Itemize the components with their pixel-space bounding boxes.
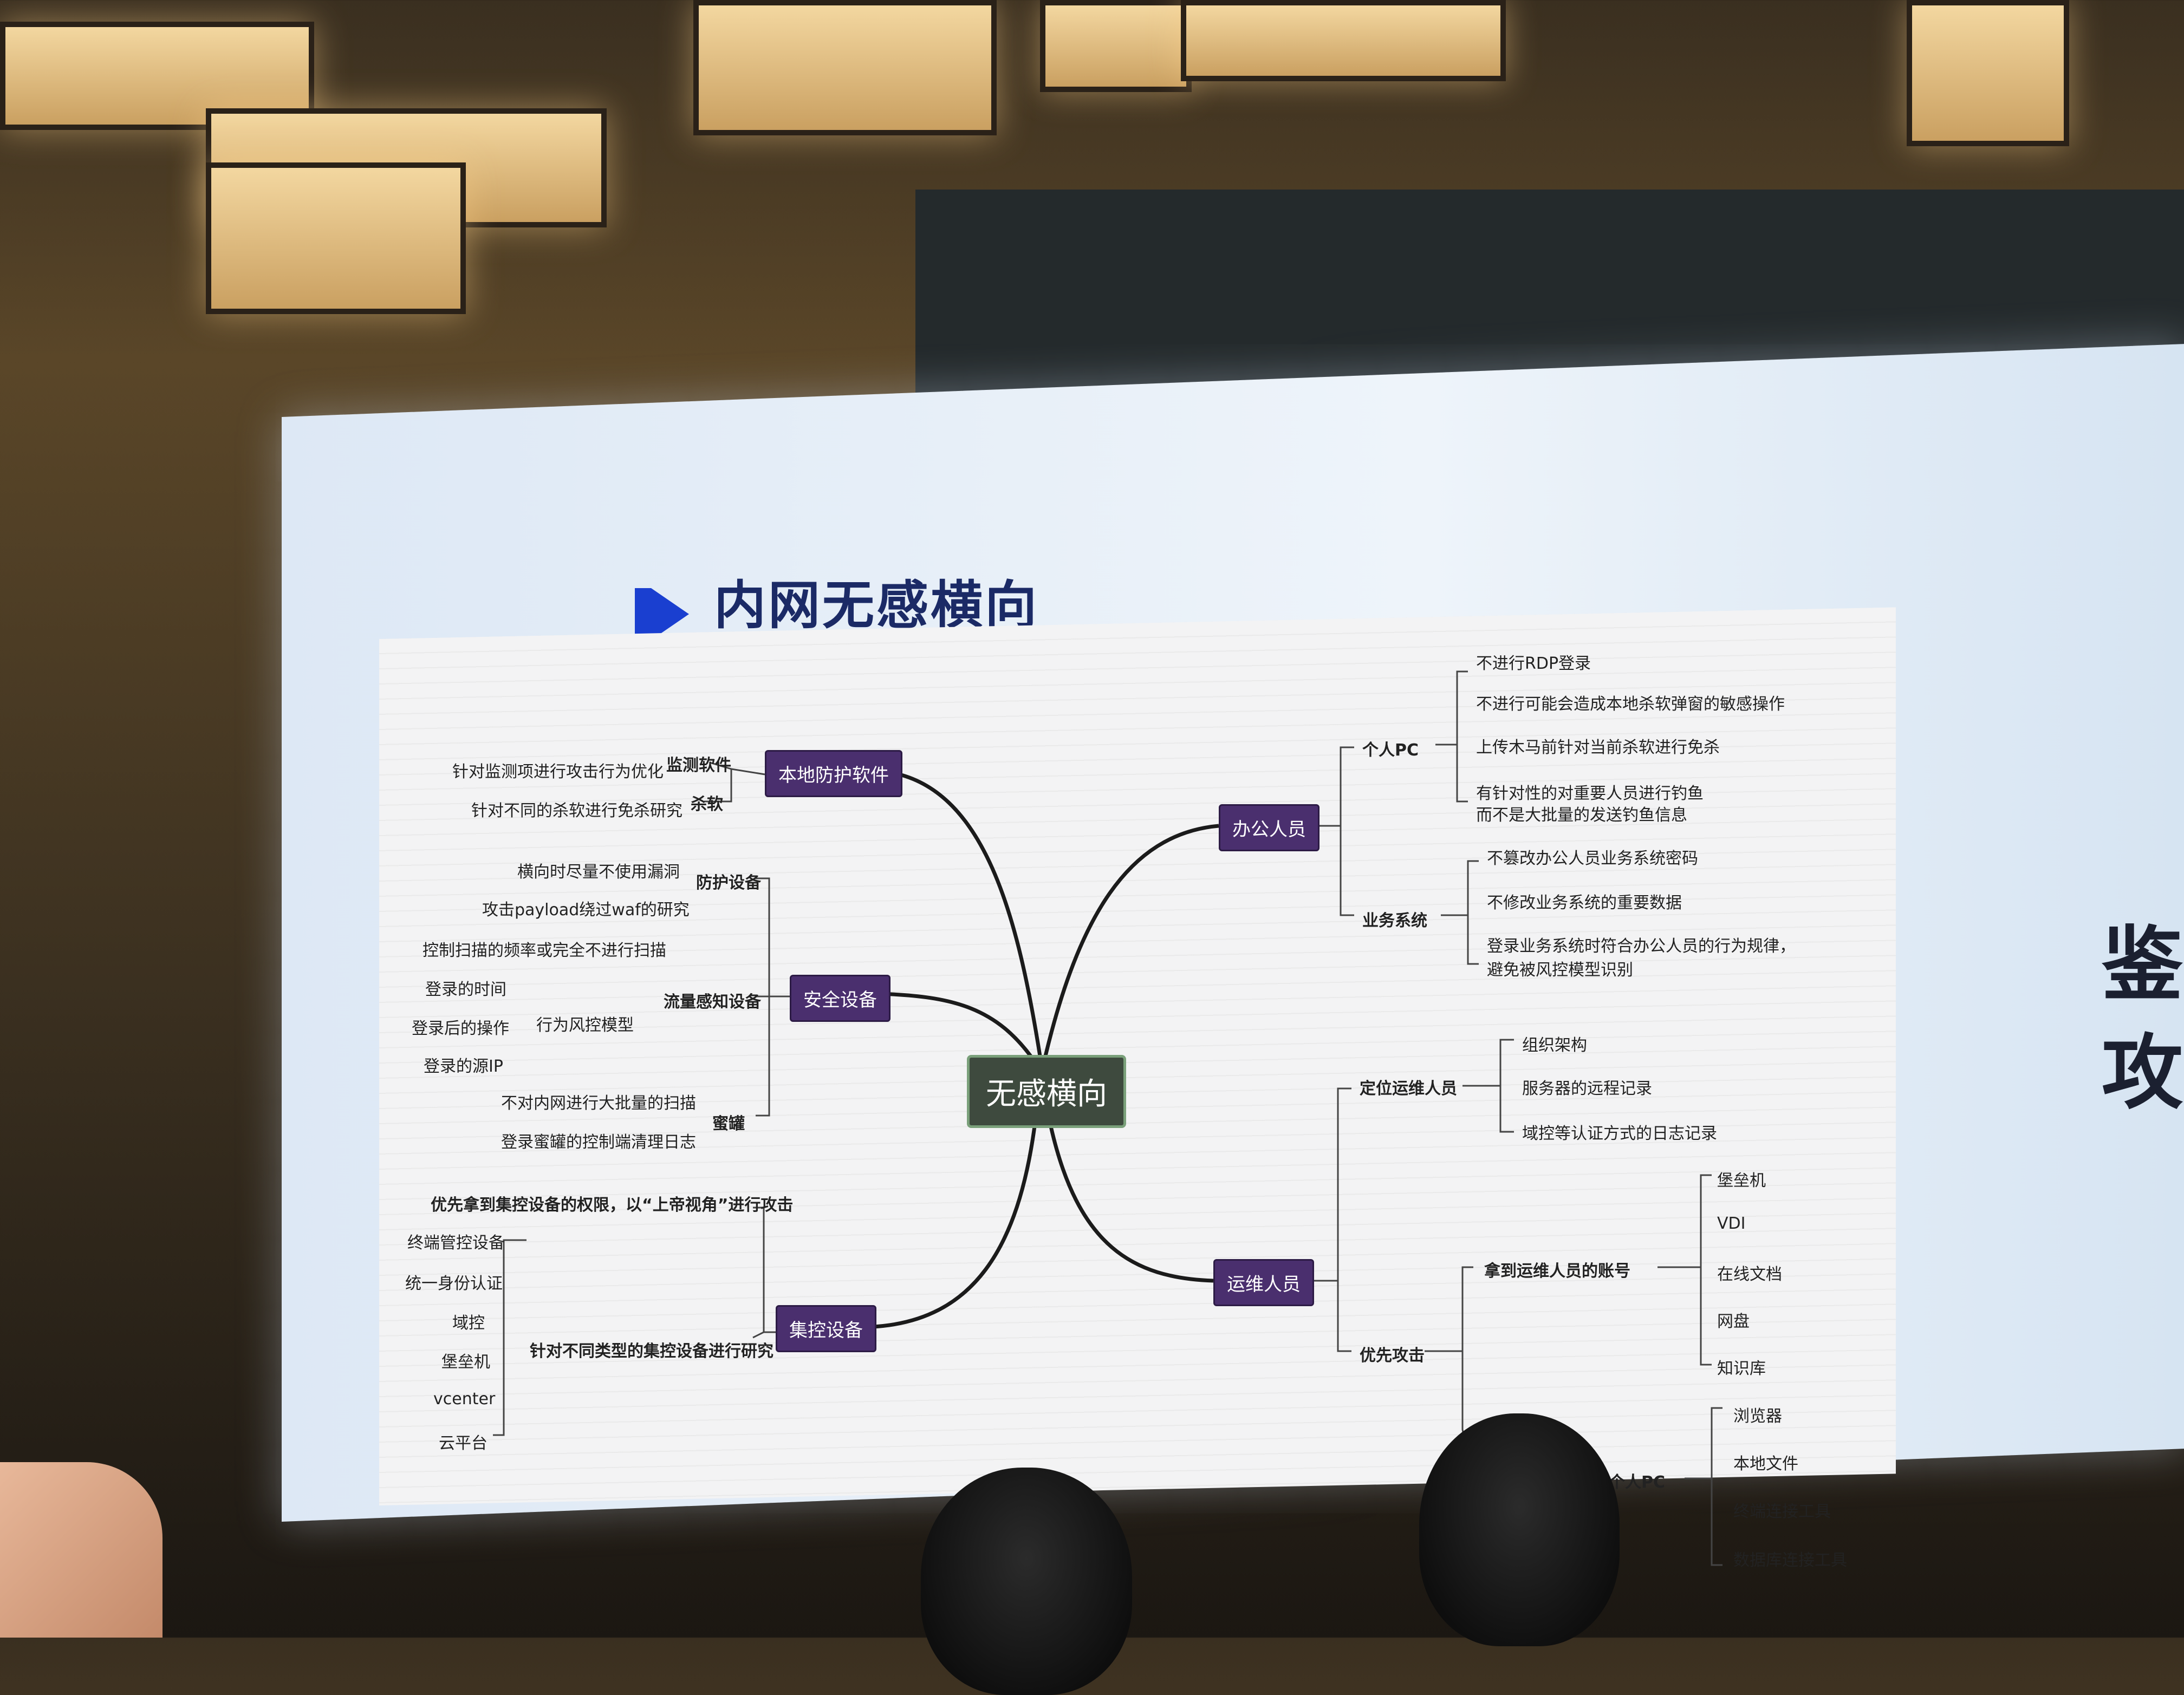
- leaf-opspc-2: 本地文件: [1733, 1455, 1798, 1474]
- leaf-biz-2: 不修改业务系统的重要数据: [1487, 894, 1682, 912]
- leaf-antivirus: 针对不同的杀软进行免杀研究: [471, 801, 682, 820]
- leaf-traffic-top: 控制扫描的频率或完全不进行扫描: [422, 941, 666, 960]
- label-personal-pc: 个人PC: [1362, 741, 1419, 760]
- node-central-control: 集控设备: [776, 1305, 876, 1352]
- leaf-locate-2: 服务器的远程记录: [1522, 1079, 1652, 1098]
- title-marker-arrow-icon: [651, 588, 689, 640]
- leaf-central-5: vcenter: [433, 1390, 496, 1409]
- label-central-top: 优先拿到集控设备的权限，以“上帝视角”进行攻击: [431, 1196, 794, 1215]
- leaf-risk-2: 登录后的操作: [412, 1019, 509, 1038]
- leaf-central-2: 统一身份认证: [405, 1274, 503, 1293]
- mindmap-connectors: [493, 670, 1722, 1566]
- leaf-pc-2: 不进行可能会造成本地杀软弹窗的敏感操作: [1476, 695, 1785, 714]
- ceiling-light: [1181, 0, 1506, 81]
- label-protect-devices: 防护设备: [696, 873, 761, 892]
- leaf-opspc-3: 终端连接工具: [1733, 1502, 1831, 1521]
- leaf-account-4: 网盘: [1717, 1312, 1750, 1331]
- ceiling-light: [1040, 0, 1192, 92]
- node-office-staff: 办公人员: [1219, 804, 1320, 851]
- leaf-opspc-4: 数据库连接工具: [1733, 1551, 1847, 1570]
- node-local-protection: 本地防护软件: [765, 750, 902, 797]
- ceiling-light: [1907, 0, 2069, 146]
- leaf-biz-1: 不篡改办公人员业务系统密码: [1487, 849, 1698, 868]
- label-honeypot: 蜜罐: [712, 1114, 745, 1133]
- leaf-account-5: 知识库: [1717, 1359, 1766, 1378]
- side-char-2: 攻: [2102, 1026, 2183, 1120]
- leaf-account-3: 在线文档: [1717, 1265, 1782, 1284]
- label-locate-ops: 定位运维人员: [1360, 1079, 1457, 1098]
- label-antivirus: 杀软: [691, 795, 723, 814]
- leaf-risk-3: 登录的源IP: [424, 1057, 503, 1076]
- ceiling-light: [206, 162, 466, 314]
- leaf-honeypot-1: 不对内网进行大批量的扫描: [501, 1094, 696, 1113]
- side-char-1: 鉴: [2102, 918, 2183, 1012]
- leaf-pc-4: 有针对性的对重要人员进行钓鱼: [1476, 784, 1704, 803]
- leaf-central-6: 云平台: [439, 1434, 487, 1453]
- audience-head: [1419, 1413, 1620, 1646]
- leaf-biz-3: 登录业务系统时符合办公人员的行为规律，: [1487, 937, 1796, 956]
- node-security-devices: 安全设备: [790, 975, 890, 1022]
- mindmap-center-node: 无感横向: [967, 1055, 1126, 1128]
- leaf-risk-1: 登录的时间: [425, 980, 506, 999]
- audience-shoulder: [0, 1462, 162, 1638]
- label-business-system: 业务系统: [1362, 911, 1427, 930]
- label-ops-account: 拿到运维人员的账号: [1484, 1262, 1630, 1281]
- leaf-honeypot-2: 登录蜜罐的控制端清理日志: [501, 1133, 696, 1152]
- label-priority-attack: 优先攻击: [1360, 1346, 1425, 1365]
- leaf-central-3: 域控: [452, 1314, 485, 1333]
- label-risk-model: 行为风控模型: [536, 1016, 634, 1035]
- node-ops-staff: 运维人员: [1213, 1259, 1314, 1306]
- leaf-locate-1: 组织架构: [1522, 1036, 1587, 1055]
- title-marker-icon: [635, 588, 651, 640]
- leaf-account-2: VDI: [1717, 1214, 1746, 1233]
- label-monitor-software: 监测软件: [666, 756, 731, 775]
- leaf-pc-5: 而不是大批量的发送钓鱼信息: [1476, 806, 1687, 825]
- slide-title: 内网无感横向: [714, 575, 1039, 636]
- leaf-locate-3: 域控等认证方式的日志记录: [1522, 1124, 1717, 1143]
- leaf-monitor: 针对监测项进行攻击行为优化: [452, 762, 664, 781]
- leaf-account-1: 堡垒机: [1717, 1171, 1766, 1190]
- leaf-pc-1: 不进行RDP登录: [1476, 654, 1591, 673]
- leaf-biz-4: 避免被风控模型识别: [1487, 961, 1633, 980]
- leaf-central-4: 堡垒机: [441, 1353, 490, 1372]
- leaf-protect-1: 横向时尽量不使用漏洞: [517, 863, 680, 882]
- label-central-research: 针对不同类型的集控设备进行研究: [530, 1342, 774, 1361]
- leaf-opspc-1: 浏览器: [1733, 1407, 1782, 1426]
- label-traffic-devices: 流量感知设备: [664, 993, 761, 1012]
- leaf-protect-2: 攻击payload绕过waf的研究: [482, 901, 690, 920]
- leaf-central-1: 终端管控设备: [407, 1234, 505, 1253]
- ceiling-light: [693, 0, 997, 135]
- leaf-pc-3: 上传木马前针对当前杀软进行免杀: [1476, 738, 1720, 757]
- label-ops-pc: 个人PC: [1609, 1473, 1666, 1492]
- audience-head: [921, 1468, 1132, 1695]
